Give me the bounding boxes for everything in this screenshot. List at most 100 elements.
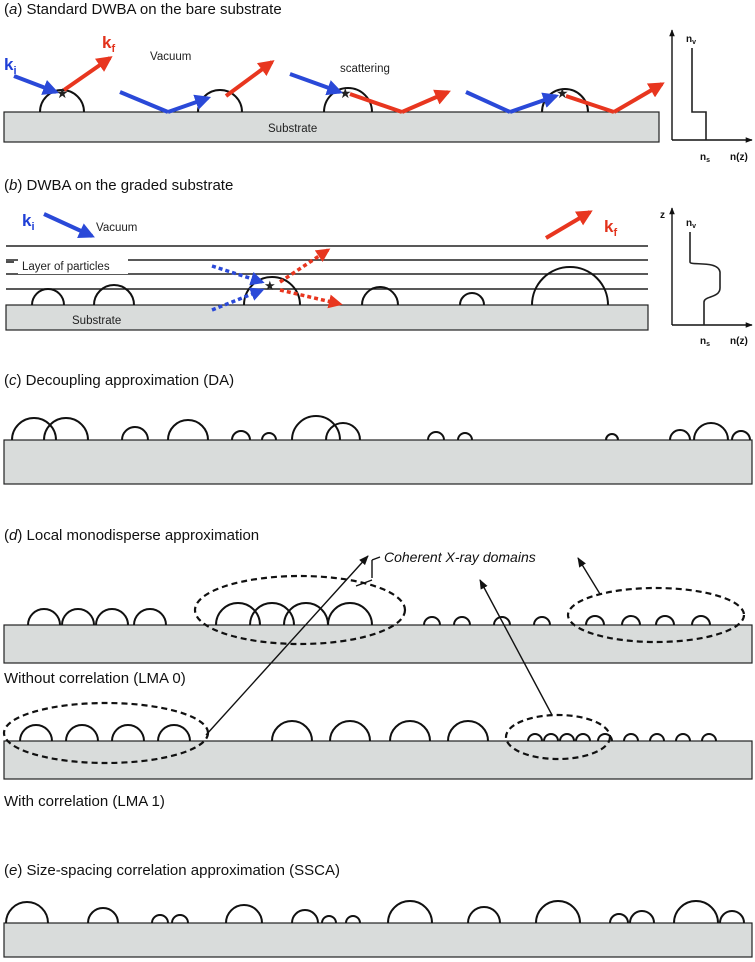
particle <box>361 286 399 306</box>
particle <box>27 608 61 626</box>
particle <box>11 417 57 441</box>
scattered-arrow <box>349 92 403 114</box>
panel-d-title: (d) Local monodisperse approximation <box>4 527 259 544</box>
particle <box>585 615 605 626</box>
particle <box>43 417 89 441</box>
scatter-star-icon: ★ <box>339 86 352 102</box>
particle <box>171 914 189 924</box>
particle <box>427 431 445 441</box>
panel-b-vacuum-label: Vacuum <box>96 222 137 234</box>
panel-b-title: (b) DWBA on the graded substrate <box>4 177 233 194</box>
panel-c-substrate <box>3 439 753 485</box>
particle <box>719 910 745 924</box>
particle <box>39 89 85 113</box>
panel-e-substrate <box>3 922 753 958</box>
reflected-scattered-arrow <box>401 89 451 114</box>
ns-label: ns <box>700 336 710 348</box>
particle <box>459 292 485 306</box>
particle <box>389 720 431 742</box>
ns-label: ns <box>700 152 710 164</box>
reflected-incident-arrow <box>167 94 212 114</box>
particle <box>535 900 581 924</box>
particle <box>5 901 49 924</box>
particle <box>453 616 471 626</box>
particle <box>95 608 129 626</box>
particle <box>283 602 329 626</box>
incident-arrow <box>465 90 511 114</box>
scattered-dashed-arrow <box>279 288 343 309</box>
reflected-scattered-arrow <box>612 82 665 114</box>
coherent-domain-ellipse <box>504 713 612 761</box>
nz-label: n(z) <box>730 152 748 163</box>
coherent-domain-pointer-arrow <box>205 555 369 736</box>
particle <box>111 724 145 742</box>
reflected-incident-arrow <box>509 92 560 114</box>
particle <box>649 733 665 742</box>
panel-c-title: (c) Decoupling approximation (DA) <box>4 372 234 389</box>
scattered-arrow <box>62 56 113 92</box>
particle <box>675 733 691 742</box>
particle <box>673 900 719 924</box>
particle <box>493 616 511 626</box>
particle <box>93 284 135 306</box>
incident-arrow <box>289 72 344 96</box>
particle <box>467 906 501 924</box>
panel-a-ki-label: ki <box>4 55 17 77</box>
particle <box>321 915 337 924</box>
particle <box>457 432 473 441</box>
panel-b-substrate-label: Substrate <box>72 315 121 327</box>
particle <box>531 266 609 306</box>
scattered-arrow <box>544 210 593 240</box>
panel-a: (a) Standard DWBA on the bare substrate … <box>3 1 753 164</box>
particle <box>559 733 575 742</box>
particle <box>261 432 277 441</box>
panel-a-kf-label: kf <box>102 33 115 55</box>
panel-b-substrate <box>5 304 649 331</box>
particle <box>527 733 543 742</box>
particle <box>249 602 295 626</box>
without-correlation-label: Without correlation (LMA 0) <box>4 670 186 687</box>
panel-b-kf-label: kf <box>604 217 617 239</box>
scattered-arrow <box>224 60 275 98</box>
panel-a-vacuum-label: Vacuum <box>150 51 191 63</box>
particle <box>543 733 559 742</box>
scattered-dashed-arrow <box>279 248 331 284</box>
incident-arrow <box>43 212 95 238</box>
particle <box>609 913 629 924</box>
particle <box>345 915 361 924</box>
panel-a-substrate <box>3 111 660 143</box>
pointer-line <box>355 579 373 587</box>
particle <box>669 429 691 441</box>
coherent-domain-pointer-arrow <box>479 579 553 716</box>
particle <box>157 724 191 742</box>
pointer-line <box>371 556 381 561</box>
panel-b-ki-label: ki <box>22 211 35 233</box>
panel-a-title: (a) Standard DWBA on the bare substrate <box>4 1 282 18</box>
panel-a-substrate-label: Substrate <box>268 123 317 135</box>
panel-c: (c) Decoupling approximation (DA) <box>3 372 753 485</box>
z-axis-label: z <box>660 210 665 221</box>
particle <box>447 720 489 742</box>
particle <box>87 907 119 924</box>
nz-profile-graded <box>689 232 721 325</box>
particle <box>533 616 551 626</box>
with-correlation-label: With correlation (LMA 1) <box>4 793 165 810</box>
particle <box>701 733 717 742</box>
coherent-domain-ellipse <box>193 574 407 646</box>
incident-arrow <box>119 90 169 114</box>
panel-d-substrate-lma1 <box>3 740 753 780</box>
particle <box>121 426 149 441</box>
particle <box>655 615 675 626</box>
nv-label: nv <box>686 34 696 46</box>
nz-label: n(z) <box>730 336 748 347</box>
particle <box>693 422 729 441</box>
particle <box>291 909 319 924</box>
particle <box>327 602 373 626</box>
panel-a-scattering-label: scattering <box>340 63 390 75</box>
particle <box>605 433 619 441</box>
particle <box>231 430 251 441</box>
incident-dashed-arrow <box>211 264 265 286</box>
scattered-arrow <box>565 94 615 114</box>
particle <box>225 904 263 924</box>
